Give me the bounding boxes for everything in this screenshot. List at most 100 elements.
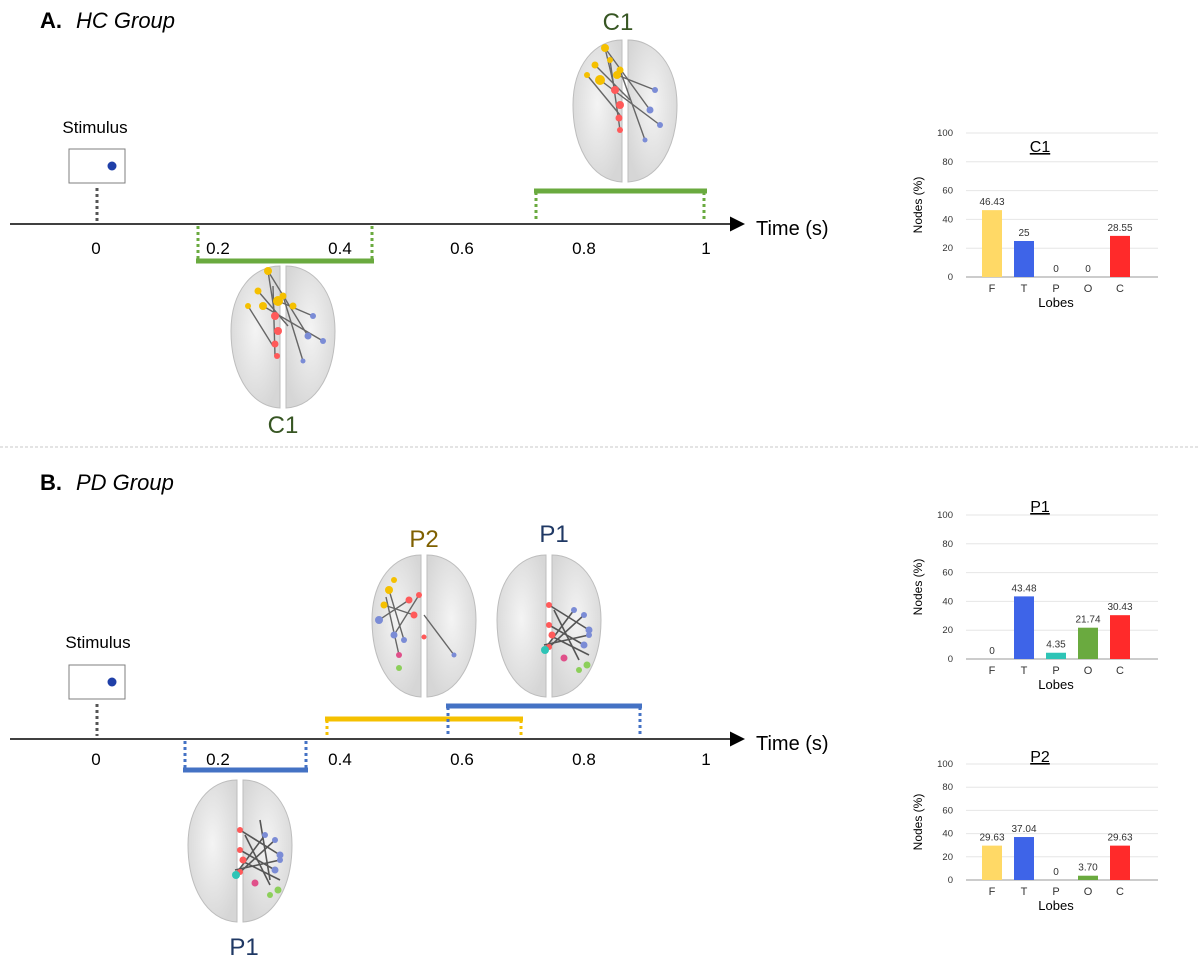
window-p1-late xyxy=(446,703,642,737)
panel-b-label: B. xyxy=(40,470,62,495)
data-label: 0 xyxy=(1085,264,1091,275)
x-tick-label: T xyxy=(1021,665,1028,677)
brain-network-p2 xyxy=(371,554,477,698)
brain-network-c1-late xyxy=(572,39,678,183)
tick-label: 0.8 xyxy=(572,750,596,769)
y-tick-label: 40 xyxy=(942,596,953,607)
brain-label-p1-early: P1 xyxy=(229,934,258,960)
y-axis-label: Nodes (%) xyxy=(911,559,925,616)
tick-label: 0.2 xyxy=(206,750,230,769)
tick-label: 0.2 xyxy=(206,239,230,258)
y-tick-label: 60 xyxy=(942,805,953,816)
y-tick-label: 60 xyxy=(942,568,953,579)
y-tick-label: 80 xyxy=(942,157,953,168)
panel-b-title: PD Group xyxy=(76,470,174,495)
data-label: 25 xyxy=(1018,228,1030,239)
data-label: 43.48 xyxy=(1011,583,1036,594)
stimulus-label: Stimulus xyxy=(65,633,130,652)
panel-a: A. HC Group Stimulus Time (s) 0 0.2 0.4 … xyxy=(10,8,829,439)
x-tick-label: F xyxy=(989,665,996,677)
tick-label: 0.6 xyxy=(450,239,474,258)
x-tick-label: F xyxy=(989,886,996,898)
time-axis-label: Time (s) xyxy=(756,733,829,755)
x-tick-label: O xyxy=(1084,665,1093,677)
x-axis-label: Lobes xyxy=(1038,677,1074,692)
x-tick-label: O xyxy=(1084,283,1093,295)
brain-label-c1-late: C1 xyxy=(603,9,634,36)
x-tick-label: C xyxy=(1116,886,1124,898)
y-tick-label: 40 xyxy=(942,214,953,225)
window-p1-early xyxy=(183,741,308,773)
stimulus-dot xyxy=(107,677,117,687)
time-axis-label: Time (s) xyxy=(756,218,829,240)
x-tick-label: C xyxy=(1116,665,1124,677)
y-tick-label: 80 xyxy=(942,782,953,793)
y-tick-label: 20 xyxy=(942,243,953,254)
brain-label-p1-late: P1 xyxy=(539,521,568,548)
tick-label: 0 xyxy=(91,239,100,258)
bar xyxy=(1014,596,1034,659)
brain-label-c1-early: C1 xyxy=(268,412,299,439)
window-c1-early xyxy=(196,226,374,264)
bar xyxy=(1014,241,1034,277)
chart-title: P2 xyxy=(1030,749,1050,766)
tick-label: 1 xyxy=(701,750,710,769)
brain-network-p1-early xyxy=(187,779,293,923)
y-tick-label: 0 xyxy=(948,654,953,665)
y-tick-label: 20 xyxy=(942,852,953,863)
x-tick-label: P xyxy=(1052,886,1059,898)
stimulus-label: Stimulus xyxy=(62,118,127,137)
bar xyxy=(982,845,1002,880)
bar xyxy=(1046,652,1066,659)
bar xyxy=(1110,615,1130,659)
brain-label-p2: P2 xyxy=(409,526,438,553)
panel-a-label: A. xyxy=(40,8,62,33)
data-label: 0 xyxy=(1053,867,1059,878)
data-label: 28.55 xyxy=(1107,223,1132,234)
stimulus-dot xyxy=(107,161,117,171)
bar xyxy=(1078,627,1098,659)
data-label: 0 xyxy=(1053,264,1059,275)
x-axis-label: Lobes xyxy=(1038,295,1074,310)
data-label: 29.63 xyxy=(1107,833,1132,844)
x-tick-label: P xyxy=(1052,665,1059,677)
x-tick-label: T xyxy=(1021,886,1028,898)
y-axis-label: Nodes (%) xyxy=(911,177,925,234)
brain-network-c1-early xyxy=(230,265,336,409)
y-tick-label: 40 xyxy=(942,829,953,840)
y-tick-label: 100 xyxy=(937,128,953,139)
x-tick-label: P xyxy=(1052,283,1059,295)
tick-label: 0 xyxy=(91,750,100,769)
data-label: 3.70 xyxy=(1078,863,1098,874)
x-tick-label: T xyxy=(1021,283,1028,295)
window-p2 xyxy=(325,716,523,737)
brain-network-p1-late xyxy=(496,554,602,698)
data-label: 30.43 xyxy=(1107,602,1132,613)
bar xyxy=(982,210,1002,277)
bar xyxy=(1014,837,1034,880)
tick-label: 0.6 xyxy=(450,750,474,769)
tick-label: 1 xyxy=(701,239,710,258)
window-c1-late xyxy=(534,188,707,222)
bar xyxy=(1110,845,1130,880)
stimulus-box xyxy=(68,148,126,184)
data-label: 4.35 xyxy=(1046,640,1066,651)
chart-title: C1 xyxy=(1030,139,1051,156)
data-label: 46.43 xyxy=(979,197,1004,208)
panel-b: B. PD Group Stimulus Time (s) 0 0.2 0.4 … xyxy=(10,470,829,960)
data-label: 37.04 xyxy=(1011,824,1036,835)
y-tick-label: 0 xyxy=(948,272,953,283)
y-tick-label: 20 xyxy=(942,625,953,636)
data-label: 21.74 xyxy=(1075,615,1100,626)
tick-labels: 0 0.2 0.4 0.6 0.8 1 xyxy=(91,750,710,769)
x-axis-label: Lobes xyxy=(1038,898,1074,913)
tick-label: 0.4 xyxy=(328,239,352,258)
x-tick-label: F xyxy=(989,283,996,295)
y-tick-label: 60 xyxy=(942,186,953,197)
bar xyxy=(1110,235,1130,277)
tick-label: 0.8 xyxy=(572,239,596,258)
